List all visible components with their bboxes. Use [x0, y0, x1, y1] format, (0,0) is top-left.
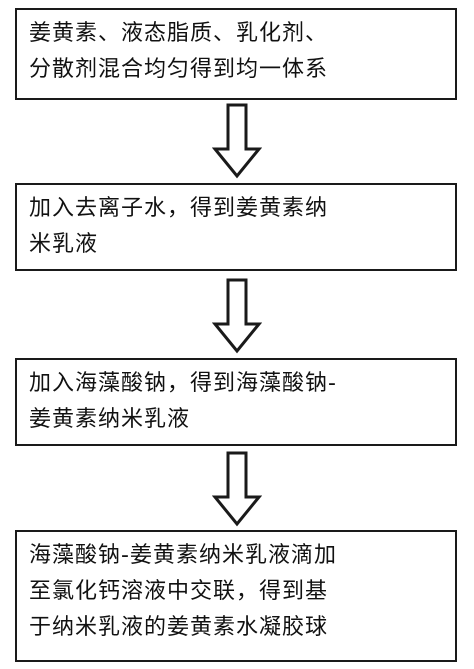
down-arrow-icon [212, 451, 262, 527]
step-3-line-1: 加入海藻酸钠，得到海藻酸钠- [29, 371, 337, 396]
step-2-line-1: 加入去离子水，得到姜黄素纳 [29, 196, 329, 221]
step-3-line-2: 姜黄素纳米乳液 [29, 407, 191, 432]
down-arrow-icon [212, 103, 262, 179]
step-2-line-2: 米乳液 [29, 232, 99, 257]
down-arrow-icon [212, 278, 262, 354]
flow-step-4: 海藻酸钠-姜黄素纳米乳液滴加 至氯化钙溶液中交联，得到基 于纳米乳液的姜黄素水凝… [15, 530, 457, 662]
step-4-line-2: 至氯化钙溶液中交联，得到基 [29, 579, 329, 604]
step-1-line-1: 姜黄素、液态脂质、乳化剂、 [29, 21, 329, 46]
flow-step-1: 姜黄素、液态脂质、乳化剂、 分散剂混合均匀得到均一体系 [15, 8, 457, 100]
step-1-line-2: 分散剂混合均匀得到均一体系 [29, 57, 329, 82]
step-4-line-1: 海藻酸钠-姜黄素纳米乳液滴加 [29, 543, 337, 568]
flow-step-2: 加入去离子水，得到姜黄素纳 米乳液 [15, 183, 457, 271]
step-4-line-3: 于纳米乳液的姜黄素水凝胶球 [29, 615, 329, 640]
flow-step-3: 加入海藻酸钠，得到海藻酸钠- 姜黄素纳米乳液 [15, 358, 457, 446]
